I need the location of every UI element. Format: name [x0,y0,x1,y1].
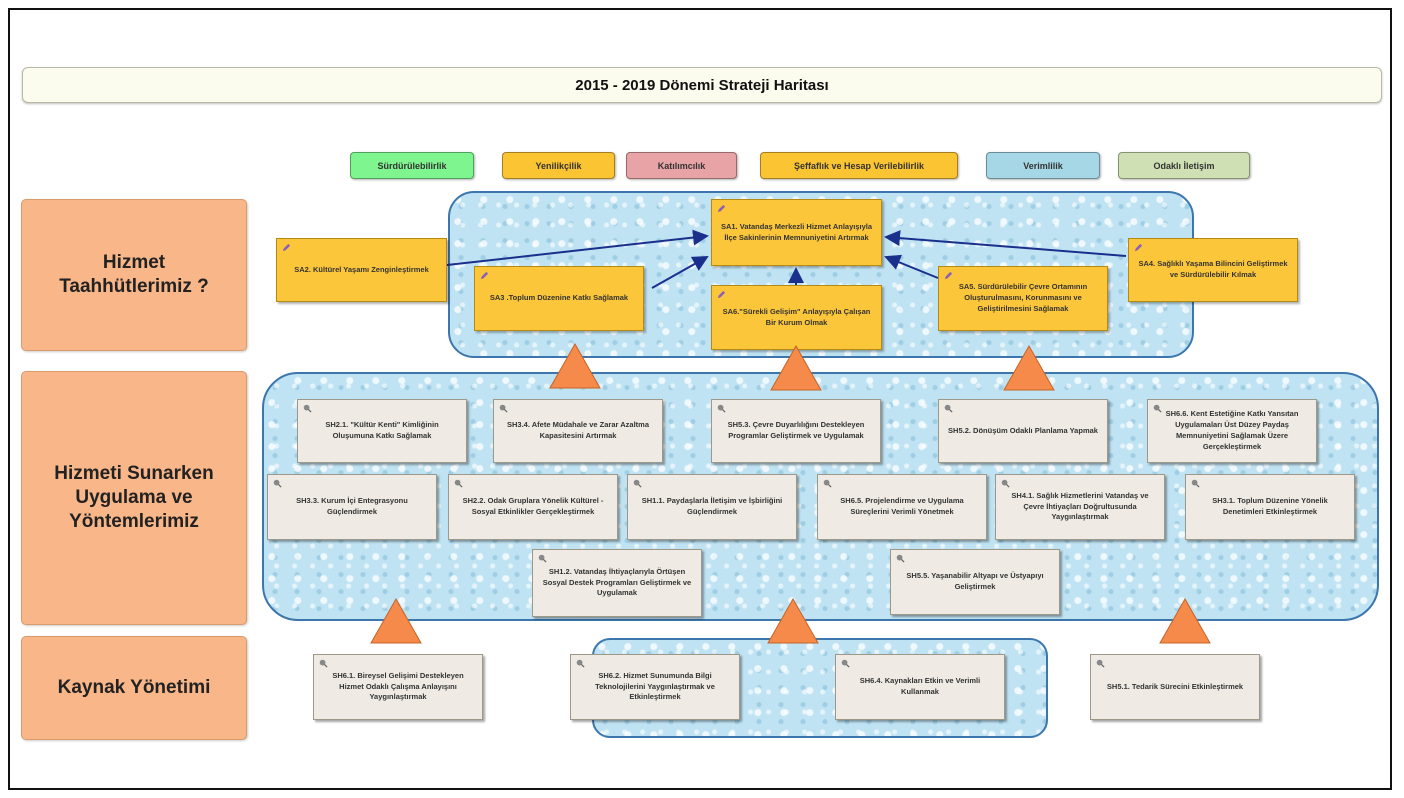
goal-sa5-label: SA5. Sürdürülebilir Çevre Ortamının Oluş… [958,282,1088,313]
arrow-sa5-sa1 [884,254,939,279]
section-kaynak-yonetimi: Kaynak Yönetimi [21,636,247,740]
value-katilimcilik: Katılımcılık [626,152,737,179]
goal-sa1-label: SA1. Vatandaş Merkezli Hizmet Anlayışıyl… [720,221,873,242]
pin-icon [1191,479,1200,488]
pen-icon [282,243,291,252]
goal-sa4[interactable]: SA4. Sağlıklı Yaşama Bilincini Geliştirm… [1128,238,1298,302]
pin-icon [717,404,726,413]
method-sh66[interactable]: SH6.6. Kent Estetiğine Katkı Yansıtan Uy… [1147,399,1317,463]
method-sh52-label: SH5.2. Dönüşüm Odaklı Planlama Yapmak [948,425,1098,435]
method-sh41-label: SH4.1. Sağlık Hizmetlerini Vatandaş ve Ç… [1011,490,1149,522]
goal-sa2-label: SA2. Kültürel Yaşamı Zenginleştirmek [294,264,429,274]
triangle-connector [1003,344,1055,391]
method-sh34[interactable]: SH3.4. Afete Müdahale ve Zarar Azaltma K… [493,399,663,463]
method-sh52[interactable]: SH5.2. Dönüşüm Odaklı Planlama Yapmak [938,399,1108,463]
method-sh11-label: SH1.1. Paydaşlarla İletişim ve İşbirliği… [641,496,783,516]
pin-icon [823,479,832,488]
resource-sh51-label: SH5.1. Tedarik Sürecini Etkinleştirmek [1106,681,1244,691]
method-sh53[interactable]: SH5.3. Çevre Duyarlılığını Destekleyen P… [711,399,881,463]
method-sh31-label: SH3.1. Toplum Düzenine Yönelik Denetimle… [1212,496,1328,516]
resource-sh62[interactable]: SH6.2. Hizmet Sunumunda Bilgi Teknolojil… [570,654,740,720]
method-sh34-label: SH3.4. Afete Müdahale ve Zarar Azaltma K… [507,420,649,440]
pin-icon [319,659,328,668]
pin-icon [896,554,905,563]
goal-sa4-label: SA4. Sağlıklı Yaşama Bilincini Geliştirm… [1138,259,1288,279]
goal-sa5[interactable]: SA5. Sürdürülebilir Çevre Ortamının Oluş… [938,266,1108,331]
value-verimlilik: Verimlilik [986,152,1100,179]
method-sh65[interactable]: SH6.5. Projelendirme ve Uygulama Süreçle… [817,474,987,540]
triangle-connector [370,597,422,644]
method-sh55[interactable]: SH5.5. Yaşanabilir Altyapı ve Üstyapıyı … [890,549,1060,615]
pen-icon [717,204,726,213]
triangle-connector [1159,597,1211,644]
method-sh31[interactable]: SH3.1. Toplum Düzenine Yönelik Denetimle… [1185,474,1355,540]
pen-icon [1134,243,1143,252]
method-sh55-label: SH5.5. Yaşanabilir Altyapı ve Üstyapıyı … [906,571,1044,591]
arrow-sa2-sa1 [446,229,709,266]
method-sh21[interactable]: SH2.1. "Kültür Kenti" Kimliğinin Oluşumu… [297,399,467,463]
value-surdurulebilirlik: Sürdürülebilirlik [350,152,474,179]
goal-sa3[interactable]: SA3 .Toplum Düzenine Katkı Sağlamak [474,266,644,331]
method-sh33[interactable]: SH3.3. Kurum İçi Entegrasyonu Güçlendirm… [267,474,437,540]
method-sh41[interactable]: SH4.1. Sağlık Hizmetlerini Vatandaş ve Ç… [995,474,1165,540]
section-hizmet-taahhutlerimiz: Hizmet Taahhütlerimiz ? [21,199,247,351]
pin-icon [454,479,463,488]
triangle-connector [549,342,601,389]
pen-icon [717,290,726,299]
pin-icon [841,659,850,668]
triangle-connector [770,344,822,391]
method-sh33-label: SH3.3. Kurum İçi Entegrasyonu Güçlendirm… [296,496,408,516]
goal-sa1[interactable]: SA1. Vatandaş Merkezli Hizmet Anlayışıyl… [711,199,882,266]
pen-icon [944,271,953,280]
resource-sh62-label: SH6.2. Hizmet Sunumunda Bilgi Teknolojil… [595,670,715,702]
goal-sa6-label: SA6."Sürekli Gelişim" Anlayışıyla Çalışa… [722,306,871,327]
pin-icon [1096,659,1105,668]
goal-sa3-label: SA3 .Toplum Düzenine Katkı Sağlamak [489,293,629,303]
goal-sa6[interactable]: SA6."Sürekli Gelişim" Anlayışıyla Çalışa… [711,285,882,350]
method-sh12[interactable]: SH1.2. Vatandaş İhtiyaçlarıyla Örtüşen S… [532,549,702,617]
value-yenilikcilik: Yenilikçilik [502,152,615,179]
value-odakli-iletisim: Odaklı İletişim [1118,152,1250,179]
pen-icon [480,271,489,280]
resource-sh61-label: SH6.1. Bireysel Gelişimi Destekleyen Hiz… [332,670,464,702]
pin-icon [576,659,585,668]
value-seffaflik: Şeffaflık ve Hesap Verilebilirlik [760,152,958,179]
resource-sh61[interactable]: SH6.1. Bireysel Gelişimi Destekleyen Hiz… [313,654,483,720]
resource-sh64[interactable]: SH6.4. Kaynakları Etkin ve Verimli Kulla… [835,654,1005,720]
method-sh65-label: SH6.5. Projelendirme ve Uygulama Süreçle… [840,496,964,516]
method-sh11[interactable]: SH1.1. Paydaşlarla İletişim ve İşbirliği… [627,474,797,540]
method-sh12-label: SH1.2. Vatandaş İhtiyaçlarıyla Örtüşen S… [542,566,692,598]
triangle-connector [767,597,819,644]
pin-icon [633,479,642,488]
pin-icon [499,404,508,413]
pin-icon [1153,404,1162,413]
pin-icon [273,479,282,488]
pin-icon [538,554,547,563]
method-sh66-label: SH6.6. Kent Estetiğine Katkı Yansıtan Uy… [1165,409,1299,451]
arrow-sa3-sa1 [651,256,709,289]
pin-icon [944,404,953,413]
method-sh22-label: SH2.2. Odak Gruplara Yönelik Kültürel - … [462,496,604,516]
method-sh22[interactable]: SH2.2. Odak Gruplara Yönelik Kültürel - … [448,474,618,540]
method-sh21-label: SH2.1. "Kültür Kenti" Kimliğinin Oluşumu… [325,420,439,440]
section-uygulama-yontemlerimiz: Hizmeti Sunarken Uygulama ve Yöntemlerim… [21,371,247,625]
pin-icon [303,404,312,413]
page-title: 2015 - 2019 Dönemi Strateji Haritası [22,67,1382,103]
pin-icon [1001,479,1010,488]
resource-sh64-label: SH6.4. Kaynakları Etkin ve Verimli Kulla… [859,676,981,696]
arrow-sa4-sa1 [884,230,1127,257]
method-sh53-label: SH5.3. Çevre Duyarlılığını Destekleyen P… [727,420,865,440]
resource-sh51[interactable]: SH5.1. Tedarik Sürecini Etkinleştirmek [1090,654,1260,720]
goal-sa2[interactable]: SA2. Kültürel Yaşamı Zenginleştirmek [276,238,447,302]
